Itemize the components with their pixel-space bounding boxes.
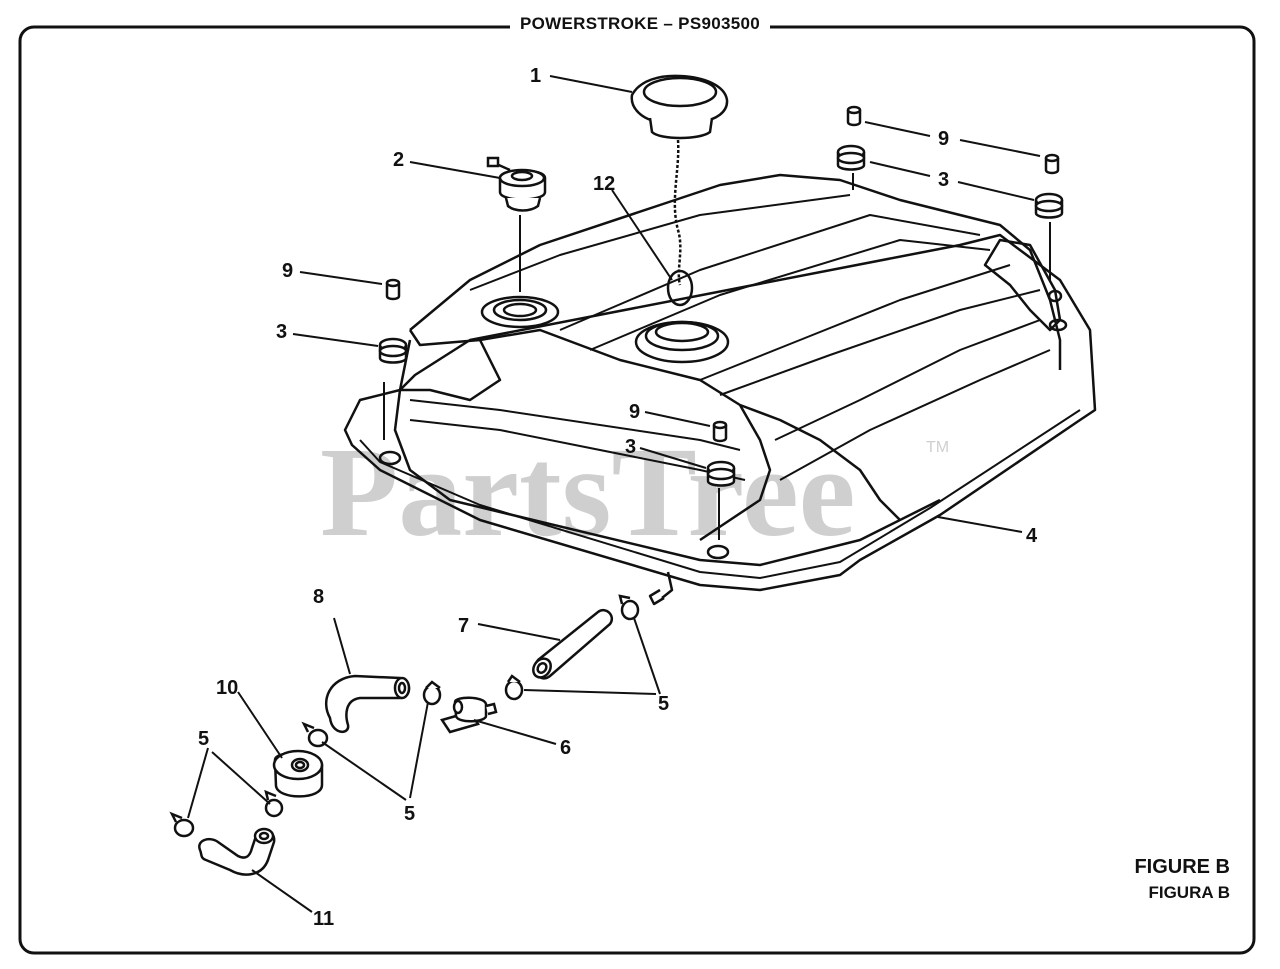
callout-3-center: 3 — [625, 436, 636, 458]
callout-9-right: 9 — [938, 128, 949, 150]
grommet-center — [706, 460, 736, 487]
callout-3-right: 3 — [938, 169, 949, 191]
vent-valve — [486, 156, 547, 292]
leader-lines — [187, 75, 1041, 913]
spacer-center — [712, 420, 728, 443]
callout-8: 8 — [313, 586, 324, 608]
callout-3-left: 3 — [276, 321, 287, 343]
callout-9-left: 9 — [282, 260, 293, 282]
fuel-filter — [272, 749, 324, 798]
fuel-cap — [630, 74, 729, 286]
watermark-text: PartsTree — [320, 421, 855, 563]
callout-7: 7 — [458, 615, 469, 637]
watermark-trademark: TM — [926, 439, 949, 456]
callout-5-left: 5 — [198, 728, 209, 750]
shutoff-valve — [440, 696, 498, 734]
hose-7 — [532, 608, 614, 680]
callout-2: 2 — [393, 149, 404, 171]
alignment-lines — [383, 173, 1051, 540]
figure-label: FIGURE B — [1134, 856, 1230, 878]
callout-5-right: 5 — [658, 693, 669, 715]
callout-10: 10 — [216, 677, 238, 699]
callout-12: 12 — [593, 173, 615, 195]
spacer-right-top — [846, 105, 862, 127]
callout-5-center: 5 — [404, 803, 415, 825]
callouts: 1 2 12 9 3 9 3 9 3 4 7 8 5 6 10 5 5 11 — [198, 65, 1038, 930]
callout-1: 1 — [530, 65, 541, 87]
spacer-right — [1044, 153, 1060, 175]
page-title-text: POWERSTROKE – PS903500 — [510, 14, 770, 33]
callout-6: 6 — [560, 737, 571, 759]
grommet-right-top — [836, 144, 866, 171]
hose-clamps — [169, 594, 640, 838]
grommet-right — [1034, 192, 1064, 219]
callout-11: 11 — [313, 908, 334, 930]
page-title: POWERSTROKE – PS903500 — [0, 14, 1280, 34]
gasket-ring — [666, 269, 694, 307]
hose-11 — [198, 827, 276, 876]
figure-label-spanish: FIGURA B — [1148, 883, 1230, 902]
grommet-left — [378, 337, 408, 364]
callout-9-center: 9 — [629, 401, 640, 423]
fuel-tank — [343, 173, 1097, 606]
hose-8 — [324, 674, 411, 733]
spacer-left — [385, 278, 401, 301]
callout-4: 4 — [1026, 525, 1038, 547]
